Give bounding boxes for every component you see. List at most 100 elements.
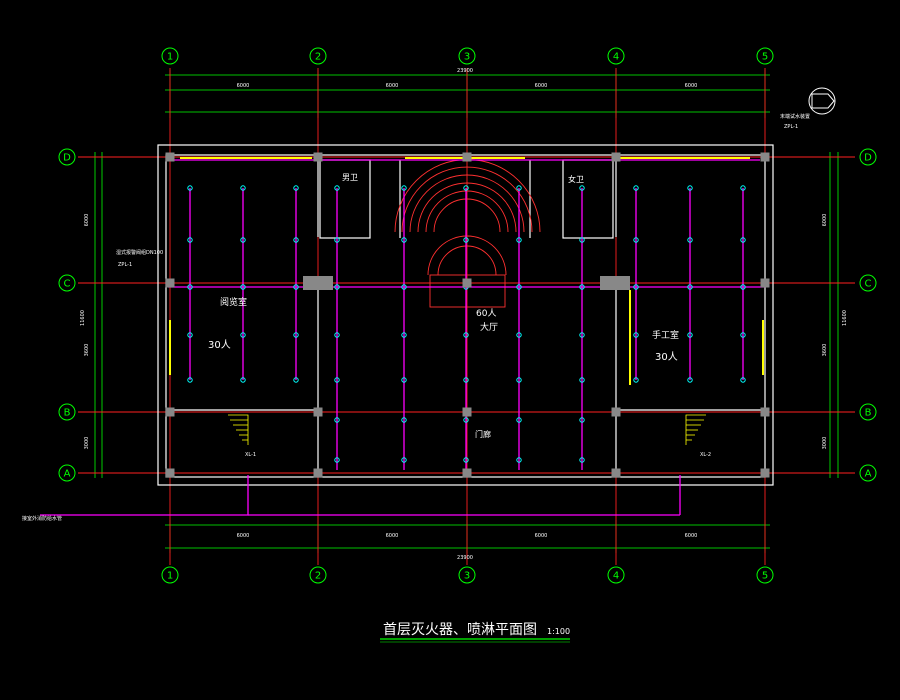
sprinkler-head: [579, 284, 585, 290]
room-craft-room: 手工室: [652, 329, 679, 341]
sprinkler-head: [687, 237, 693, 243]
axis-label-col: 1: [167, 571, 173, 582]
dim-bay-top-2: 6000: [386, 83, 399, 89]
sprinkler-head: [334, 457, 340, 463]
column: [462, 152, 472, 162]
axis-bubble-row: [58, 464, 76, 482]
sprinkler-head: [463, 377, 469, 383]
column: [611, 152, 621, 162]
sprinkler-head: [240, 185, 246, 191]
sprinkler-head: [293, 185, 299, 191]
column: [313, 152, 323, 162]
sprinkler-head: [579, 332, 585, 338]
column: [165, 468, 175, 478]
axis-label-row: A: [865, 469, 872, 480]
sprinkler-head: [334, 284, 340, 290]
room-reading-room: 阅览室: [220, 296, 247, 308]
sprinkler-head: [633, 377, 639, 383]
axis-label-col: 3: [464, 52, 470, 63]
sprinkler-head: [401, 417, 407, 423]
axis-bubble-col: [607, 566, 625, 584]
sprinkler-head: [401, 284, 407, 290]
sprinkler-head: [187, 284, 193, 290]
sprinkler-head: [401, 332, 407, 338]
dim-left-bay-2: 3600: [84, 344, 90, 357]
axis-bubble-col: [309, 566, 327, 584]
room-labels: 阅览室 30人 手工室 30人 60人 大厅 男卫 女卫 门廊: [208, 173, 679, 439]
drawing-title-block: 首层灭火器、喷淋平面图 1:100: [380, 622, 570, 643]
dim-right-bay-2: 3600: [822, 344, 828, 357]
sprinkler-head: [740, 332, 746, 338]
axis-bubble-row: [58, 274, 76, 292]
axis-bubble-row: [859, 148, 877, 166]
sprinkler-head: [687, 377, 693, 383]
column: [760, 407, 770, 417]
dim-bay-bottom-2: 6000: [386, 533, 399, 539]
label-riser-top: ZPL-1: [784, 124, 798, 130]
column: [313, 407, 323, 417]
room-mens-toilet: 男卫: [342, 173, 358, 182]
dim-right-bay-1: 6000: [822, 214, 828, 227]
column-large: [303, 276, 333, 290]
column: [760, 468, 770, 478]
sprinkler-head: [516, 332, 522, 338]
axis-label-col: 2: [315, 571, 321, 582]
sprinkler-head: [579, 457, 585, 463]
column: [760, 278, 770, 288]
axis-bubble-row: [859, 403, 877, 421]
dim-bay-bottom-1: 6000: [237, 533, 250, 539]
dim-left-bay-1: 6000: [84, 214, 90, 227]
axis-bubble-row: [58, 148, 76, 166]
sprinkler-head: [687, 284, 693, 290]
column: [165, 278, 175, 288]
axis-label-row: C: [865, 279, 872, 290]
sprinkler-head: [187, 377, 193, 383]
sprinkler-pipes: [40, 159, 765, 516]
room-reading-capacity: 30人: [208, 339, 231, 351]
room-craft-capacity: 30人: [655, 351, 678, 363]
axis-label-col: 4: [613, 52, 619, 63]
dim-right-bay-3: 3000: [822, 437, 828, 450]
column: [165, 407, 175, 417]
dimension-texts: 23900 6000 6000 6000 6000 6000 6000 6000…: [80, 68, 848, 561]
column: [760, 152, 770, 162]
column: [611, 407, 621, 417]
room-womens-toilet: 女卫: [568, 174, 584, 184]
sprinkler-head: [633, 332, 639, 338]
axis-label-col: 5: [762, 52, 768, 63]
axis-label-row: A: [64, 469, 71, 480]
axis-bubble-col: [756, 566, 774, 584]
sprinkler-head: [633, 185, 639, 191]
dim-bay-bottom-4: 6000: [685, 533, 698, 539]
axis-bubble-col: [756, 47, 774, 65]
dim-bay-bottom-3: 6000: [535, 533, 548, 539]
sprinkler-head: [187, 332, 193, 338]
axis-bubble-col: [161, 47, 179, 65]
pipe-inlet-1: [40, 475, 249, 516]
sprinkler-head: [463, 417, 469, 423]
sprinkler-head: [579, 377, 585, 383]
sprinkler-head: [293, 237, 299, 243]
structural-columns: [165, 152, 770, 478]
sprinkler-head: [516, 284, 522, 290]
sprinkler-head: [293, 284, 299, 290]
axis-label-col: 3: [464, 571, 470, 582]
dim-bay-top-3: 6000: [535, 83, 548, 89]
room-hall: 大厅: [480, 321, 498, 333]
column: [462, 278, 472, 288]
sprinkler-head: [740, 185, 746, 191]
drawing-scale: 1:100: [547, 627, 570, 636]
sprinkler-head: [293, 332, 299, 338]
sprinkler-head: [334, 417, 340, 423]
axis-label-row: C: [64, 279, 71, 290]
label-fire-riser-1: XL-1: [245, 452, 256, 458]
axis-bubble-col: [458, 47, 476, 65]
sprinkler-head: [401, 457, 407, 463]
sprinkler-head: [633, 284, 639, 290]
sprinkler-head: [463, 457, 469, 463]
axis-label-col: 1: [167, 52, 173, 63]
axis-label-row: D: [63, 153, 71, 164]
axis-bubble-row: [859, 274, 877, 292]
axis-label-col: 4: [613, 571, 619, 582]
